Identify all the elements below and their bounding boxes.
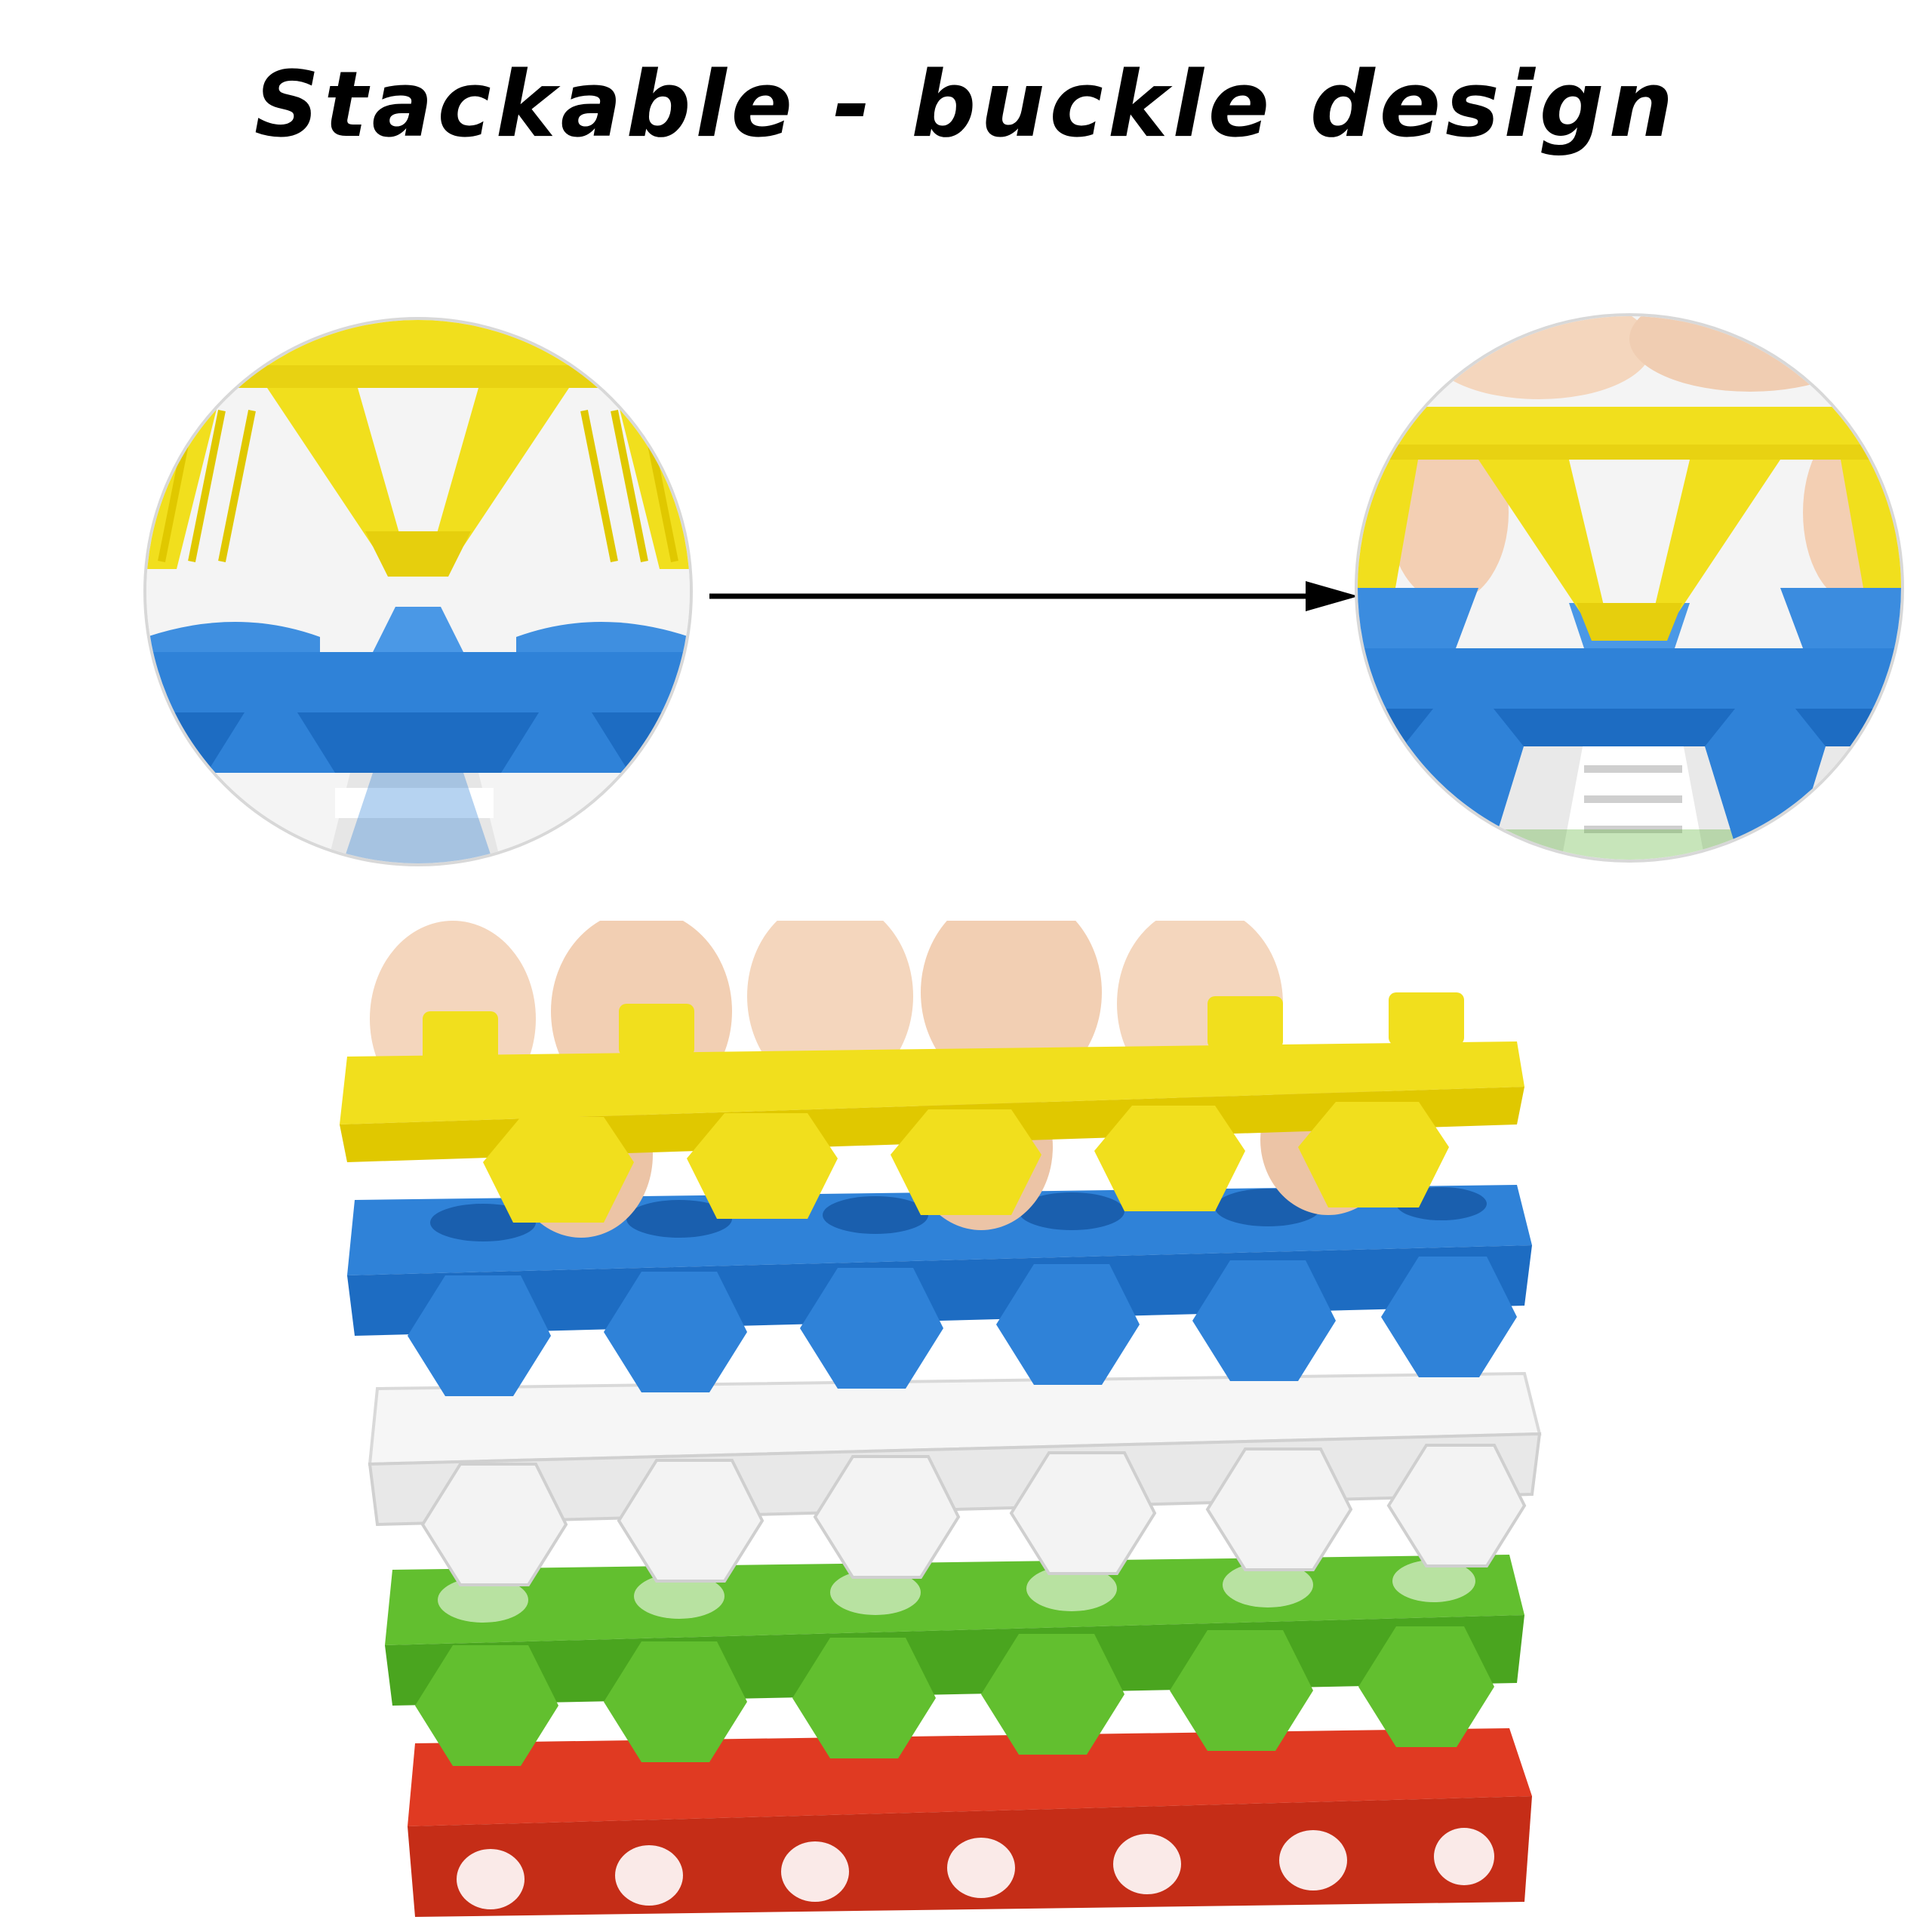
page-title: Stackable - buckle design bbox=[254, 53, 1678, 158]
zoom-circle-after bbox=[1355, 313, 1904, 863]
yellow-tray bbox=[1358, 407, 1901, 641]
after-stacking-illustration bbox=[1358, 316, 1901, 860]
arrow-head-icon bbox=[1306, 581, 1358, 611]
tray-yellow bbox=[340, 992, 1524, 1223]
arrow-connector bbox=[709, 574, 1358, 623]
tray-stack-illustration bbox=[340, 921, 1542, 1917]
zoom-circle-before bbox=[143, 317, 693, 866]
tray-red bbox=[408, 1728, 1532, 1917]
before-stacking-illustration bbox=[146, 320, 690, 863]
tray-stack-photo bbox=[332, 921, 1570, 1932]
tray-blue bbox=[347, 1185, 1532, 1396]
tray-white bbox=[368, 1371, 1542, 1586]
blue-tray bbox=[146, 607, 690, 863]
